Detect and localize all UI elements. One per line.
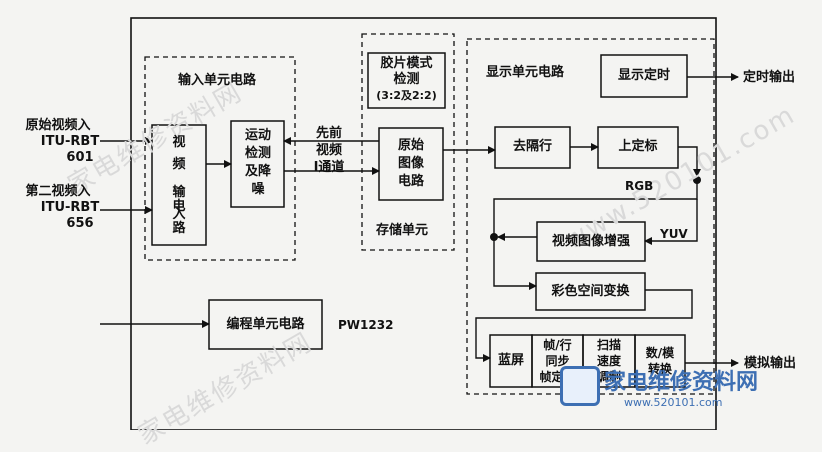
- video-input-text-2: 电 路: [172, 199, 186, 236]
- storage-unit-group: [361, 33, 455, 251]
- input-unit-group: [144, 56, 296, 261]
- timing-box: [600, 54, 688, 98]
- orig-image-text: 原始 图像 电路: [397, 138, 424, 189]
- scan-text: 扫描 速度 调制: [596, 338, 621, 384]
- outer-frame: [130, 17, 717, 430]
- storage-title: 存储单元: [376, 223, 429, 238]
- channel-label: 先前 视频 I通道: [313, 126, 345, 175]
- film-mode-box: [367, 52, 446, 109]
- bluescreen-text: 蓝屏: [497, 353, 524, 368]
- colorspace-box: [535, 272, 646, 311]
- motion-text: 运动 检测 及降 噪: [244, 128, 271, 197]
- timing-text: 显示定时: [617, 68, 670, 83]
- outer-label: PW1232: [338, 318, 394, 332]
- dac-text: 数/模 转换: [645, 346, 675, 376]
- logo-name: 家电维修资料网: [604, 370, 759, 395]
- node-to-colorspace: [493, 237, 537, 290]
- rgb-loop: [493, 180, 698, 237]
- logo-url: www.520101.com: [624, 396, 723, 409]
- rgb-to-enhance: [644, 199, 698, 245]
- orig-image-box: [378, 127, 444, 201]
- colorspace-text: 彩色空间变换: [551, 284, 630, 299]
- logo-icon: [560, 366, 600, 406]
- site-logo: 家电维修资料网 www.520101.com: [560, 358, 760, 418]
- rgb-label: RGB: [625, 179, 654, 193]
- scaler-text: 上定标: [618, 139, 658, 154]
- analog-out-text: 模拟输出: [744, 356, 797, 371]
- program-text: 编程单元电路: [226, 317, 305, 332]
- input1-label: 原始视频入 ITU-RBT 601: [25, 118, 100, 165]
- diagram-lines: [100, 17, 739, 430]
- colorspace-to-chain: [645, 289, 693, 311]
- dac-box: [634, 334, 686, 388]
- scaler-to-rgb: [678, 146, 701, 177]
- video-input-box: [151, 124, 207, 246]
- timing-out-text: 定时输出: [743, 70, 796, 85]
- display-unit-group: [466, 38, 715, 395]
- video-input-text: 视 频 输 入: [172, 135, 186, 222]
- film-mode-text: 胶片模式 检测 (3:2及2:2): [376, 56, 437, 102]
- enhance-text: 视频图像增强: [551, 234, 630, 249]
- block-diagram: 家电维修资料网 www.520101.com 家电维修资料网 原始视频入 ITU…: [25, 17, 801, 451]
- chain-top: [475, 311, 693, 362]
- deinterlace-text: 去隔行: [512, 139, 552, 154]
- yuv-label: YUV: [660, 227, 688, 241]
- input-unit-title: 输入单元电路: [178, 73, 257, 88]
- input2-label: 第二视频入 ITU-RBT 656: [25, 184, 100, 231]
- display-unit-title: 显示单元电路: [486, 65, 565, 80]
